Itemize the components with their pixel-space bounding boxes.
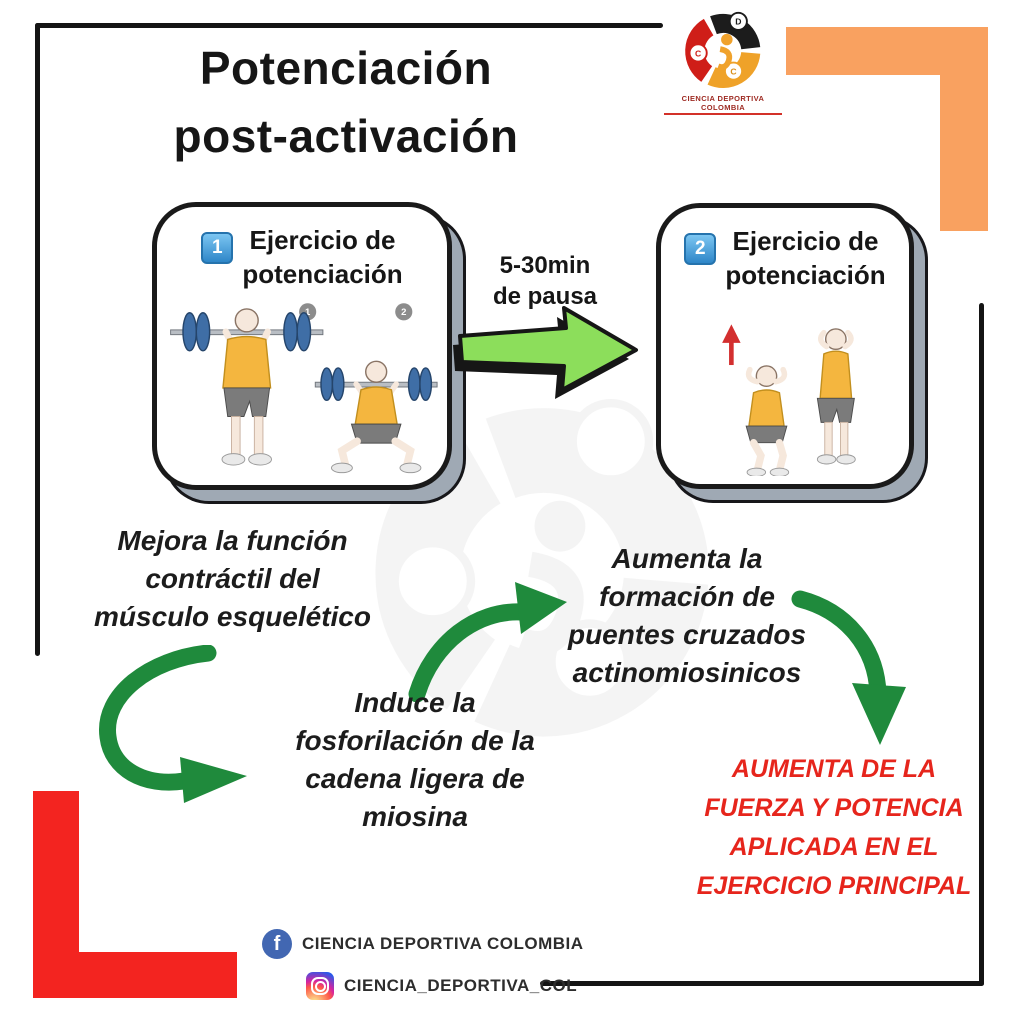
instagram-handle: CIENCIA_DEPORTIVA_COL	[344, 976, 578, 995]
marker-2: 2	[401, 307, 406, 318]
step-box-1-title: Ejercicio de potenciación	[242, 225, 403, 289]
frame-line-bottom	[540, 981, 984, 986]
logo-letter-bottom: C	[730, 66, 736, 76]
jump-squat-illustration	[722, 324, 856, 476]
note-contractile-function: Mejora la función contráctil del músculo…	[94, 525, 371, 632]
back-squat-illustration: 1 2	[170, 303, 438, 474]
frame-line-right	[979, 303, 984, 986]
figure-crouched-jump	[745, 365, 790, 476]
pause-arrow-icon	[453, 306, 638, 399]
instagram-icon	[306, 972, 334, 1000]
figure-extended-jump	[816, 328, 856, 465]
note-cross-bridges: Aumenta la formación de puentes cruzados…	[567, 543, 807, 688]
curve-arrow-middle-icon	[408, 582, 567, 702]
instagram-row: CIENCIA_DEPORTIVA_COL	[306, 972, 577, 1000]
logo-letter-left: C	[695, 48, 701, 58]
figure-bottom-squat	[314, 360, 438, 474]
brand-logo-icon: D C C	[685, 11, 761, 88]
pause-duration-label: 5-30min de pausa	[492, 252, 598, 310]
keycap-1-icon: 1	[201, 232, 234, 264]
step-box-2-title: Ejercicio de potenciación	[725, 226, 886, 290]
conclusion-text: AUMENTA DE LA FUERZA Y POTENCIA APLICADA…	[696, 755, 972, 900]
red-corner-horizontal	[33, 952, 237, 998]
page-title: Potenciación post-activación	[173, 42, 519, 162]
brand-caption: CIENCIA DEPORTIVA COLOMBIA	[664, 94, 782, 115]
frame-line-left	[35, 23, 40, 656]
jump-arrow-icon	[722, 324, 741, 366]
facebook-handle: CIENCIA DEPORTIVA COLOMBIA	[302, 934, 584, 953]
note-phosphorylation: Induce la fosforilación de la cadena lig…	[295, 687, 535, 832]
facebook-row: f CIENCIA DEPORTIVA COLOMBIA	[262, 929, 584, 959]
brand-logo: D C C CIENCIA DEPORTIVA COLOMBIA	[664, 8, 782, 115]
figure-standing-squat	[170, 308, 324, 466]
keycap-2-icon: 2	[684, 233, 717, 265]
curve-arrow-left-icon	[99, 645, 247, 803]
curve-arrow-right-icon	[791, 590, 906, 745]
marker-1: 1	[305, 307, 311, 318]
frame-line-top	[35, 23, 663, 28]
logo-letter-top: D	[735, 17, 741, 27]
orange-corner-vertical	[940, 27, 988, 231]
facebook-icon: f	[262, 929, 292, 959]
